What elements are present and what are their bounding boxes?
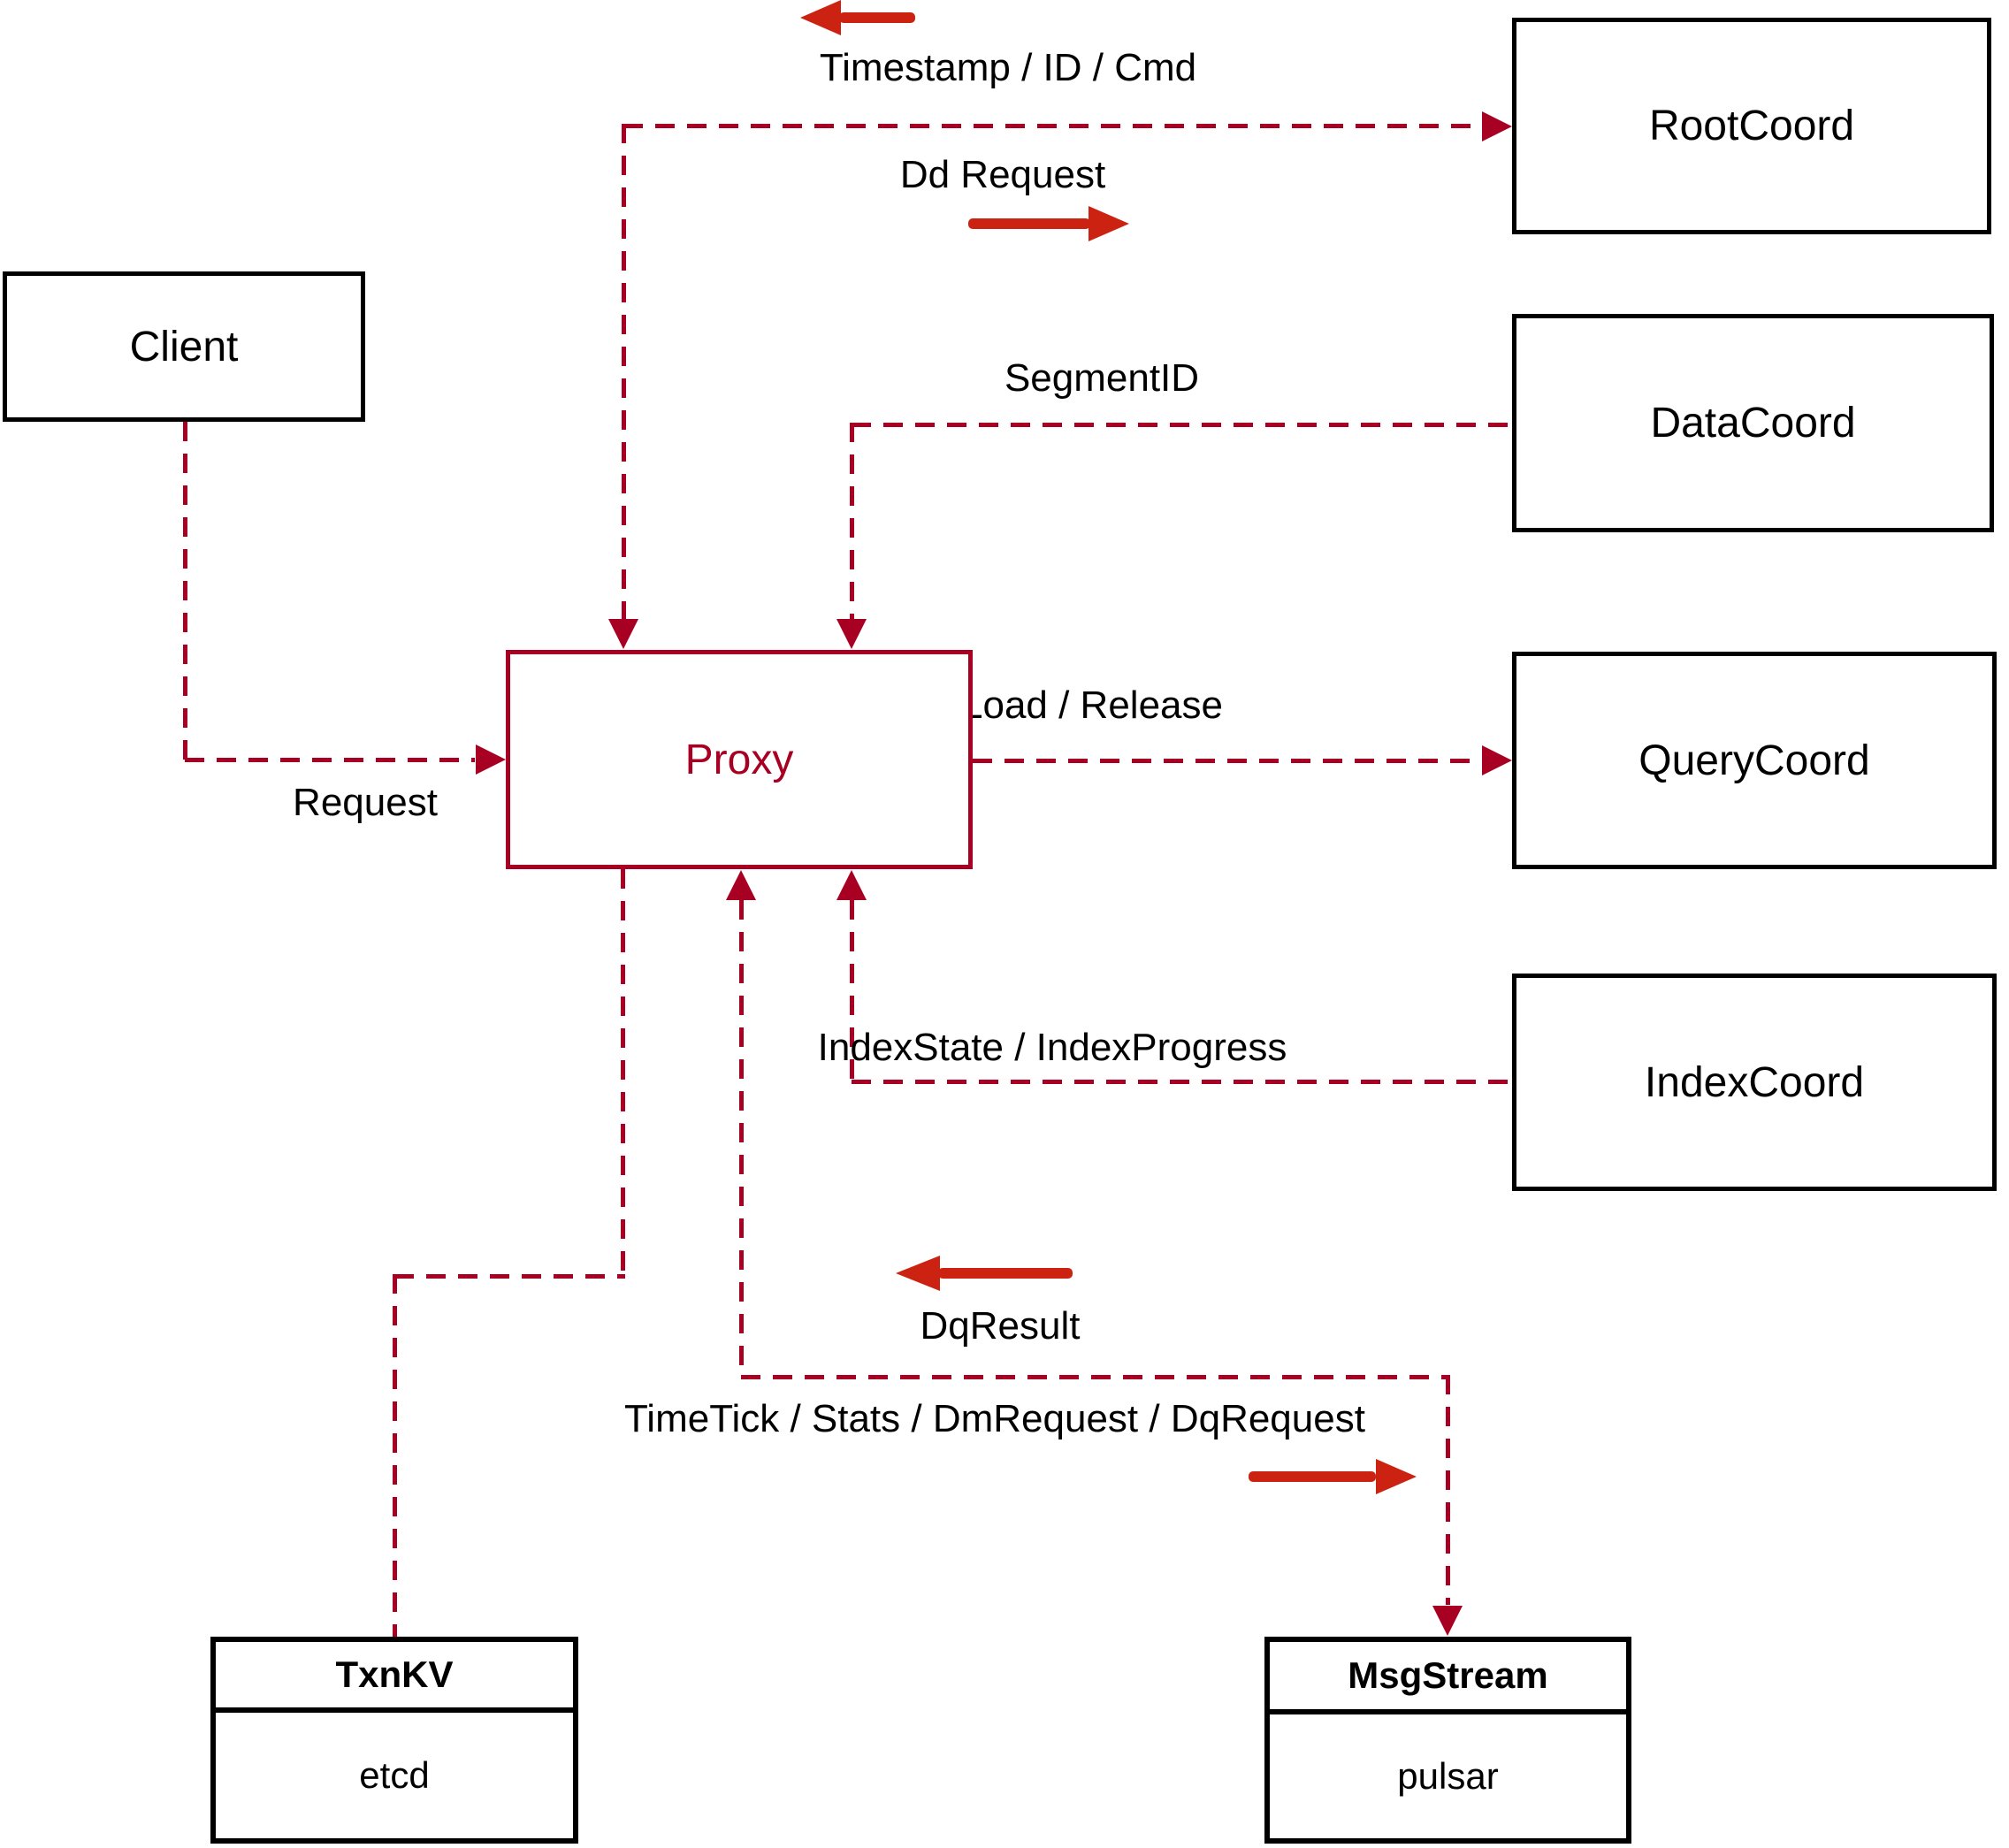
edge-label-dd-request: Dd Request bbox=[899, 153, 1106, 196]
edge-datacoord-proxy-vertical bbox=[850, 423, 854, 619]
node-rootcoord-label: RootCoord bbox=[1648, 103, 1855, 149]
edge-client-proxy-vertical bbox=[183, 422, 187, 760]
node-txnkv-impl: etcd bbox=[359, 1754, 430, 1796]
edge-label-timestamp: Timestamp / ID / Cmd bbox=[819, 46, 1197, 89]
direction-arrow-right-timetick bbox=[1249, 1459, 1417, 1494]
node-msgstream-impl: pulsar bbox=[1397, 1755, 1499, 1797]
node-client: Client bbox=[3, 271, 365, 422]
arrowhead-into-proxy-left bbox=[476, 745, 506, 775]
arrowhead-into-rootcoord bbox=[1482, 111, 1512, 141]
arrowhead-into-proxy-bottom-right bbox=[836, 870, 867, 900]
node-client-label: Client bbox=[129, 323, 239, 370]
edge-label-request: Request bbox=[293, 781, 438, 824]
edge-client-proxy-horizontal bbox=[185, 758, 475, 762]
direction-arrow-right-dd-request bbox=[968, 206, 1129, 241]
edge-label-dq-result: DqResult bbox=[920, 1304, 1081, 1348]
node-querycoord-label: QueryCoord bbox=[1639, 737, 1870, 784]
node-msgstream: MsgStream pulsar bbox=[1264, 1637, 1631, 1844]
direction-arrow-left-timestamp bbox=[800, 0, 915, 35]
edge-label-segment-id: SegmentID bbox=[1004, 356, 1200, 400]
arrowhead-into-proxy-top-left bbox=[608, 619, 638, 649]
node-querycoord: QueryCoord bbox=[1512, 652, 1997, 869]
arrowhead-into-msgstream bbox=[1432, 1606, 1463, 1636]
edge-label-index-state: IndexState / IndexProgress bbox=[817, 1026, 1287, 1069]
arrowhead-into-querycoord bbox=[1482, 745, 1512, 775]
node-datacoord: DataCoord bbox=[1512, 314, 1994, 532]
node-msgstream-title: MsgStream bbox=[1270, 1642, 1626, 1714]
edge-datacoord-proxy-horizontal bbox=[852, 423, 1512, 427]
edge-proxy-msgstream-horizontal bbox=[741, 1375, 1449, 1379]
edge-proxy-txnkv-vertical-1 bbox=[621, 869, 625, 1276]
edge-label-load-release: Load / Release bbox=[961, 683, 1223, 727]
node-rootcoord: RootCoord bbox=[1512, 18, 1991, 234]
edge-label-time-tick: TimeTick / Stats / DmRequest / DqRequest bbox=[624, 1397, 1365, 1440]
arrowhead-into-proxy-bottom-left bbox=[726, 870, 756, 900]
node-txnkv-title: TxnKV bbox=[216, 1642, 573, 1713]
direction-arrow-left-dqresult bbox=[896, 1256, 1073, 1291]
edge-proxy-rootcoord-vertical bbox=[622, 124, 626, 619]
node-txnkv: TxnKV etcd bbox=[210, 1637, 578, 1844]
edge-proxy-querycoord-horizontal bbox=[973, 759, 1482, 763]
edge-indexcoord-proxy-vertical bbox=[850, 900, 854, 1080]
node-datacoord-label: DataCoord bbox=[1650, 400, 1856, 447]
node-indexcoord: IndexCoord bbox=[1512, 974, 1997, 1191]
edge-proxy-msgstream-vertical-2 bbox=[1446, 1375, 1450, 1605]
edge-indexcoord-proxy-horizontal bbox=[852, 1080, 1512, 1084]
arrowhead-into-proxy-top-right bbox=[836, 619, 867, 649]
node-proxy: Proxy bbox=[506, 650, 973, 869]
node-indexcoord-label: IndexCoord bbox=[1644, 1058, 1865, 1106]
node-proxy-label: Proxy bbox=[684, 736, 794, 783]
edge-proxy-txnkv-horizontal bbox=[394, 1274, 625, 1279]
edge-proxy-rootcoord-horizontal bbox=[623, 124, 1509, 128]
edge-proxy-msgstream-vertical-1 bbox=[739, 900, 744, 1377]
edge-proxy-txnkv-vertical-2 bbox=[393, 1274, 397, 1637]
